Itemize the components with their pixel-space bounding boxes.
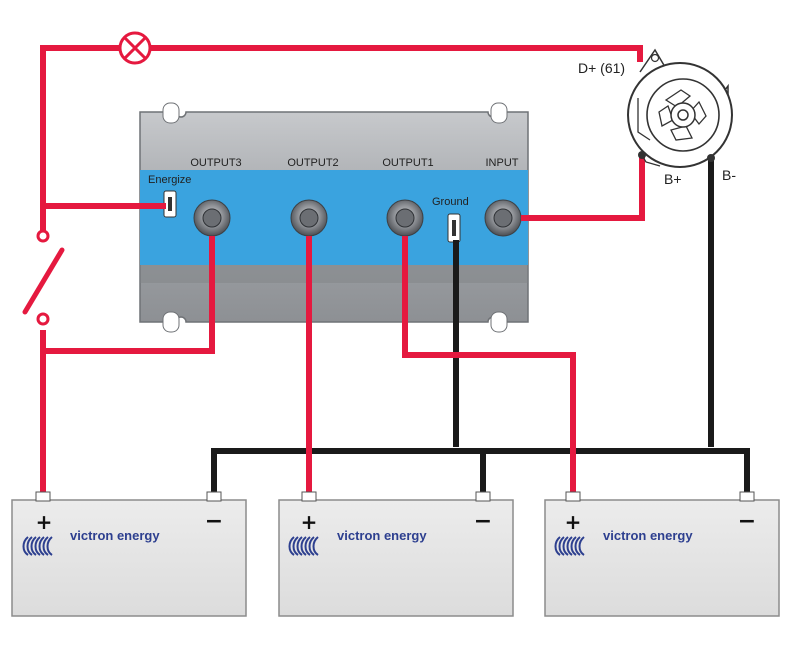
output2-terminal (290, 199, 328, 237)
mounting-slot (162, 102, 180, 124)
battery-negative-post (739, 491, 755, 502)
input-wire (521, 155, 645, 221)
battery-brand: victron energy (603, 528, 693, 543)
output1-label: OUTPUT1 (382, 157, 433, 169)
battery-plus-sign: + (36, 510, 53, 534)
b-plus-label: B+ (664, 171, 682, 187)
battery-minus-sign: − (738, 509, 756, 534)
d-plus-label: D+ (61) (578, 60, 625, 76)
mounting-slot (490, 102, 508, 124)
input-terminal (484, 199, 522, 237)
battery-body (11, 499, 247, 617)
battery-positive-post (301, 491, 317, 502)
output3-label: OUTPUT3 (190, 157, 241, 169)
battery-positive-post (35, 491, 51, 502)
d-plus-wire (40, 45, 643, 210)
input-label: INPUT (486, 157, 519, 169)
victron-logo-icon (22, 536, 53, 556)
positive-wiring (40, 45, 645, 496)
alternator-icon (627, 48, 733, 168)
output1-terminal (386, 199, 424, 237)
battery-3: + − victron energy (544, 491, 780, 617)
battery-plus-sign: + (301, 510, 318, 534)
mounting-slot (490, 311, 508, 333)
battery-2: + − victron energy (278, 491, 514, 617)
lamp-icon (118, 31, 152, 65)
negative-wiring (211, 158, 750, 496)
battery-body (544, 499, 780, 617)
battery-minus-sign: − (474, 509, 492, 534)
mounting-slot (162, 311, 180, 333)
output2-label: OUTPUT2 (287, 157, 338, 169)
victron-logo-icon (554, 536, 585, 556)
ground-label: Ground (432, 196, 469, 208)
output3-wire (43, 236, 215, 354)
battery-brand: victron energy (337, 528, 427, 543)
battery-body (278, 499, 514, 617)
battery-1: + − victron energy (11, 491, 247, 617)
battery-plus-sign: + (565, 510, 582, 534)
battery-negative-post (206, 491, 222, 502)
energize-label: Energize (148, 174, 191, 186)
switch-icon (22, 229, 65, 326)
b-minus-label: B- (722, 167, 736, 183)
battery-brand: victron energy (70, 528, 160, 543)
battery-minus-sign: − (205, 509, 223, 534)
battery-isolator: OUTPUT3 OUTPUT2 OUTPUT1 INPUT Energize G… (139, 102, 529, 333)
output1-wire (402, 236, 576, 496)
battery-negative-post (475, 491, 491, 502)
output3-terminal (193, 199, 231, 237)
victron-logo-icon (288, 536, 319, 556)
battery-positive-post (565, 491, 581, 502)
